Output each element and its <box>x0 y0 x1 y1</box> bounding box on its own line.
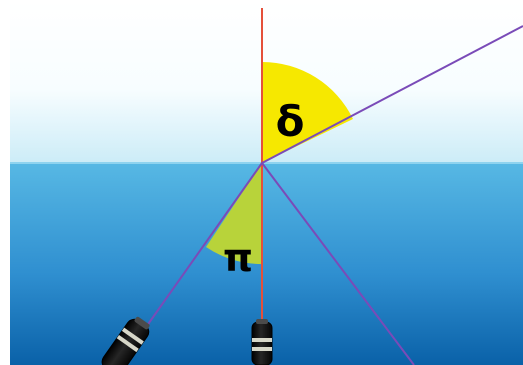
refraction-angle-label: π <box>223 236 253 280</box>
reflection-angle-label: δ <box>276 97 305 146</box>
vertical-laser-pointer-icon <box>252 319 272 365</box>
